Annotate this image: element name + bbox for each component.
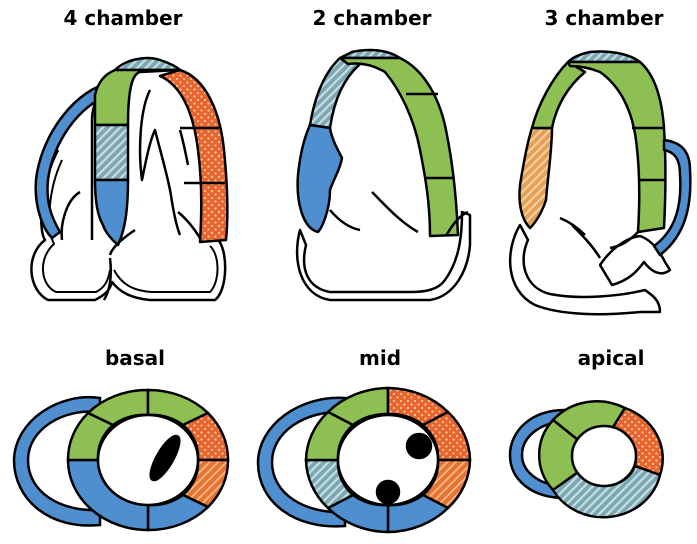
- three-chamber-view: [510, 51, 690, 314]
- two-chamber-view: [297, 50, 470, 300]
- apical-short-axis: [510, 401, 663, 517]
- mid-short-axis: [258, 388, 470, 532]
- four-chamber-view: [31, 58, 227, 300]
- basal-short-axis: [14, 390, 228, 530]
